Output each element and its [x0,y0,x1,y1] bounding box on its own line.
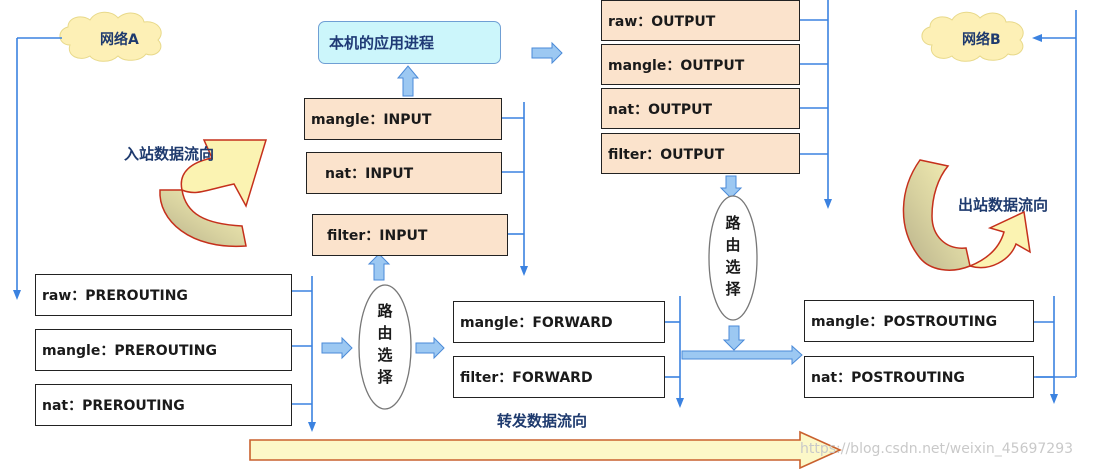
app-process-box: 本机的应用进程 [318,21,501,64]
forward-flow-label: 转发数据流向 [497,412,588,430]
routing-decision-1-char: 选 [377,346,393,364]
chain-mangle-input: mangle：INPUT [304,98,502,140]
chain-filter-output: filter：OUTPUT [601,133,800,174]
chain-nat-output: nat：OUTPUT [601,88,800,129]
routing-decision-2-label: 路 由 选 择 [721,212,745,300]
chain-raw-output: raw：OUTPUT [601,0,800,41]
chain-mangle-forward: mangle：FORWARD [453,301,665,343]
routing-decision-2-char: 选 [725,258,741,276]
inbound-curved-arrow [159,139,268,248]
chain-nat-postrouting: nat：POSTROUTING [804,356,1034,398]
routing-decision-1-ellipse [358,284,412,410]
flow-arrowheads [13,34,1058,432]
chain-nat-input: nat：INPUT [306,152,502,194]
forward-big-arrow [249,430,842,469]
routing-decision-1-label: 路 由 选 择 [373,300,397,388]
block-arrows [321,41,803,366]
cloud-network-a [59,11,162,62]
routing-decision-2-char: 路 [725,214,741,232]
chain-mangle-postrouting: mangle：POSTROUTING [804,300,1034,342]
routing-decision-1-char: 择 [377,368,393,386]
routing-decision-1-char: 由 [377,324,393,342]
chain-filter-forward: filter：FORWARD [453,356,665,398]
network-a-label: 网络A [100,32,139,48]
chain-nat-prerouting: nat：PREROUTING [35,384,292,426]
flow-lines [16,0,1077,428]
routing-decision-2-char: 由 [725,236,741,254]
chain-mangle-output: mangle：OUTPUT [601,44,800,85]
cloud-network-b [921,11,1024,62]
routing-decision-2-char: 择 [725,280,741,298]
outbound-curved-arrow [902,159,1031,271]
outbound-flow-label: 出站数据流向 [958,196,1049,214]
watermark-text: https://blog.csdn.net/weixin_45697293 [800,441,1074,457]
chain-mangle-prerouting: mangle：PREROUTING [35,329,292,371]
routing-decision-2-ellipse [708,195,758,321]
chain-filter-input: filter：INPUT [312,214,508,256]
chain-raw-prerouting: raw：PREROUTING [35,274,292,316]
inbound-flow-label: 入站数据流向 [124,145,215,163]
routing-decision-1-char: 路 [377,302,393,320]
network-b-label: 网络B [962,32,1001,48]
